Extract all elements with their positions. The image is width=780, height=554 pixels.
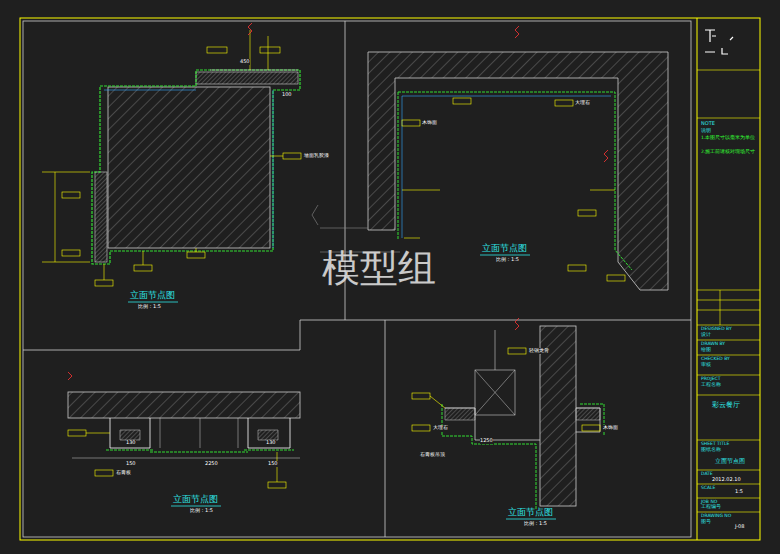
drawing-label: 图纸名称: [701, 448, 721, 453]
drawing-label: DATE: [701, 472, 713, 477]
drawing-label: 石膏板吊顶: [420, 452, 445, 458]
drawing-label: 说明: [701, 128, 711, 134]
drawing-label: 比例：1:5: [190, 508, 213, 514]
drawing-label: 石膏板: [116, 470, 131, 476]
drawing-label: 150: [268, 461, 278, 467]
drawing-label: 大理石: [575, 100, 590, 106]
drawing-label: 比例：1:5: [138, 304, 161, 310]
drawing-label: 130: [266, 440, 276, 446]
drawing-label: 450: [240, 59, 250, 65]
drawing-label: 工程编号: [701, 505, 721, 510]
drawing-label: 立面节点图: [482, 244, 527, 254]
drawing-label: DRAWN BY: [701, 342, 725, 347]
drawing-label: 绘图: [701, 348, 711, 353]
drawing-label: CHECKED BY: [701, 357, 730, 362]
drawing-label: NOTE: [701, 121, 715, 127]
drawing-label: 立面节点图: [130, 291, 175, 301]
drawing-label: 比例：1:5: [496, 257, 519, 263]
drawing-label: 图号: [701, 520, 711, 525]
drawing-label: DESIGNED BY: [701, 327, 732, 332]
drawing-label: 大理石: [433, 425, 448, 431]
drawing-label: 审核: [701, 363, 711, 368]
drawing-label: 立面节点图: [715, 458, 745, 465]
drawing-label: 130: [126, 440, 136, 446]
drawing-label: 100: [282, 92, 292, 98]
drawing-label: SCALE: [701, 486, 715, 491]
drawing-label: 设计: [701, 333, 711, 338]
drawing-label: 轻钢龙骨: [529, 348, 549, 354]
drawing-label: 墙面乳胶漆: [304, 153, 329, 159]
drawing-label: DRAWING NO: [701, 514, 731, 519]
drawing-label: 2012.02.10: [712, 477, 741, 483]
drawing-label: 150: [126, 461, 136, 467]
drawing-label: PROJECT: [701, 377, 720, 382]
drawing-label: SHEET TITLE: [701, 442, 729, 447]
drawing-label: 立面节点图: [508, 508, 553, 518]
drawing-label: 木饰面: [603, 425, 618, 431]
drawing-label: 工程名称: [701, 383, 721, 388]
drawing-label: 2.施工前请核对现场尺寸: [701, 150, 757, 155]
drawing-label: J-08: [735, 524, 744, 530]
drawing-label: 2250: [205, 461, 218, 467]
watermark: 模型组: [322, 248, 436, 290]
drawing-label: 比例：1:5: [524, 521, 547, 527]
drawing-label: 1:5: [735, 489, 743, 495]
drawing-label: 彩云餐厅: [712, 402, 740, 410]
drawing-label: 1250: [480, 438, 493, 444]
drawing-label: 立面节点图: [173, 495, 218, 505]
drawing-label: 木饰面: [422, 120, 437, 126]
drawing-label: 1.本图尺寸以毫米为单位: [701, 136, 757, 141]
